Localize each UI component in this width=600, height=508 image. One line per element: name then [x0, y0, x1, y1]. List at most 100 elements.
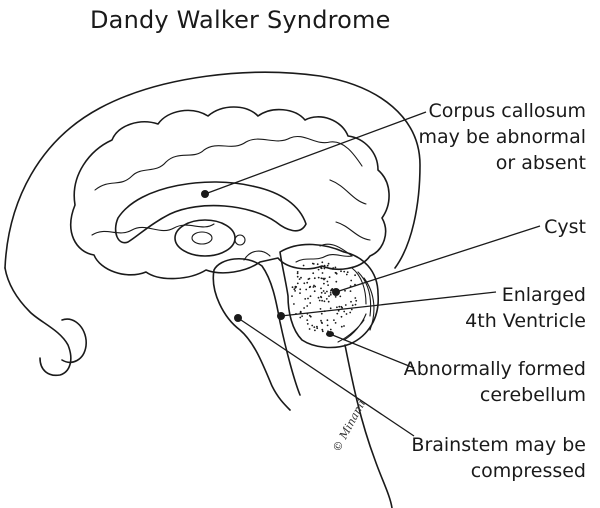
cyst-dot: [324, 265, 326, 267]
cyst-dot: [320, 296, 322, 298]
cyst-dot: [352, 304, 354, 306]
cyst-dot: [350, 290, 352, 292]
cyst-dot: [299, 317, 301, 319]
label-fourth-ventricle: Enlarged 4th Ventricle: [465, 282, 586, 334]
cyst-dot: [297, 283, 299, 285]
cyst-dot: [323, 279, 325, 281]
cyst-dot: [343, 311, 345, 313]
cyst-dot: [305, 289, 307, 291]
cyst-dot: [297, 276, 299, 278]
leader-cerebellum: [330, 334, 414, 368]
cyst-dot: [326, 298, 328, 300]
cyst-dot: [306, 319, 308, 321]
label-cerebellum: Abnormally formed cerebellum: [404, 356, 586, 408]
cyst-dot: [328, 263, 330, 265]
cyst-dot: [304, 298, 306, 300]
cyst-dot: [349, 312, 351, 314]
cyst-dot: [313, 285, 315, 287]
cyst-dot: [321, 292, 323, 294]
label-brainstem: Brainstem may be compressed: [411, 432, 586, 484]
cyst-dot: [350, 280, 352, 282]
cyst-dot: [320, 320, 322, 322]
cyst-dot: [320, 288, 322, 290]
cyst-dot: [318, 277, 320, 279]
cyst-dot: [322, 272, 324, 274]
thalamus: [175, 220, 235, 256]
cyst-dot: [324, 300, 326, 302]
cyst-dot: [332, 268, 334, 270]
cyst-dot: [328, 295, 330, 297]
cyst-dot: [318, 269, 320, 271]
cyst-dot: [310, 295, 312, 297]
cyst-dot: [336, 313, 338, 315]
cyst-dot: [336, 306, 338, 308]
cyst-dot: [355, 300, 357, 302]
cyst-dot: [294, 290, 296, 292]
cyst-dot: [307, 323, 309, 325]
cyst-dot: [324, 292, 326, 294]
cyst-dot: [327, 319, 329, 321]
cyst-dot: [301, 315, 303, 317]
cyst-dot: [299, 292, 301, 294]
face-profile: [5, 268, 71, 375]
cyst-dot: [318, 297, 320, 299]
cyst-dot: [291, 295, 293, 297]
label-corpus-callosum: Corpus callosum may be abnormal or absen…: [418, 98, 586, 176]
cyst-dot: [346, 313, 348, 315]
leader-fourth-ventricle: [281, 292, 496, 316]
cyst-dot: [292, 286, 294, 288]
label-cyst: Cyst: [544, 214, 586, 240]
cyst-dot: [354, 297, 356, 299]
cyst-dot: [313, 326, 315, 328]
cyst-dot: [335, 322, 337, 324]
cyst-dot: [335, 281, 337, 283]
cyst-dot: [319, 300, 321, 302]
leader-corpus-callosum: [205, 112, 426, 194]
cyst-dot: [341, 316, 343, 318]
cyst-dot: [324, 268, 326, 270]
cyst-dot: [309, 302, 311, 304]
cyst-dot: [322, 330, 324, 332]
cyst-dot: [303, 307, 305, 309]
cyst-dot: [317, 263, 319, 265]
cyst-dot: [297, 271, 299, 273]
cyst-dot: [336, 273, 338, 275]
cyst-dot: [306, 282, 308, 284]
cyst-dot: [309, 286, 311, 288]
cyst-dot: [309, 328, 311, 330]
cyst-dot: [316, 327, 318, 329]
cyst-dot: [321, 313, 323, 315]
cyst-dot: [293, 288, 295, 290]
cyst-dot: [320, 308, 322, 310]
cyst-dot: [350, 301, 352, 303]
cyst-dot: [327, 265, 329, 267]
cyst-dot: [329, 276, 331, 278]
cyst-dot: [340, 306, 342, 308]
cyst-dot: [341, 326, 343, 328]
cyst-dots: [291, 261, 357, 332]
cyst-dot: [321, 300, 323, 302]
cyst-dot: [326, 291, 328, 293]
leader-brainstem: [238, 318, 414, 436]
brainstem: [213, 259, 300, 410]
cyst-dot: [314, 290, 316, 292]
cyst-dot: [346, 274, 348, 276]
cyst-dot: [333, 319, 335, 321]
brain-outline: [71, 107, 389, 279]
cyst-dot: [340, 270, 342, 272]
cyst-dot: [330, 307, 332, 309]
cyst-dot: [303, 265, 305, 267]
cyst-dot: [327, 325, 329, 327]
cyst-dot: [343, 325, 345, 327]
cyst-dot: [347, 271, 349, 273]
cyst-dot: [320, 267, 322, 269]
cyst-dot: [321, 322, 323, 324]
cyst-dot: [306, 305, 308, 307]
cyst-dot: [314, 330, 316, 332]
cyst-dot: [335, 267, 337, 269]
cyst-dot: [321, 329, 323, 331]
cyst-dot: [293, 303, 295, 305]
cyst-dot: [330, 292, 332, 294]
cyst-dot: [343, 271, 345, 273]
cyst-dot: [299, 278, 301, 280]
